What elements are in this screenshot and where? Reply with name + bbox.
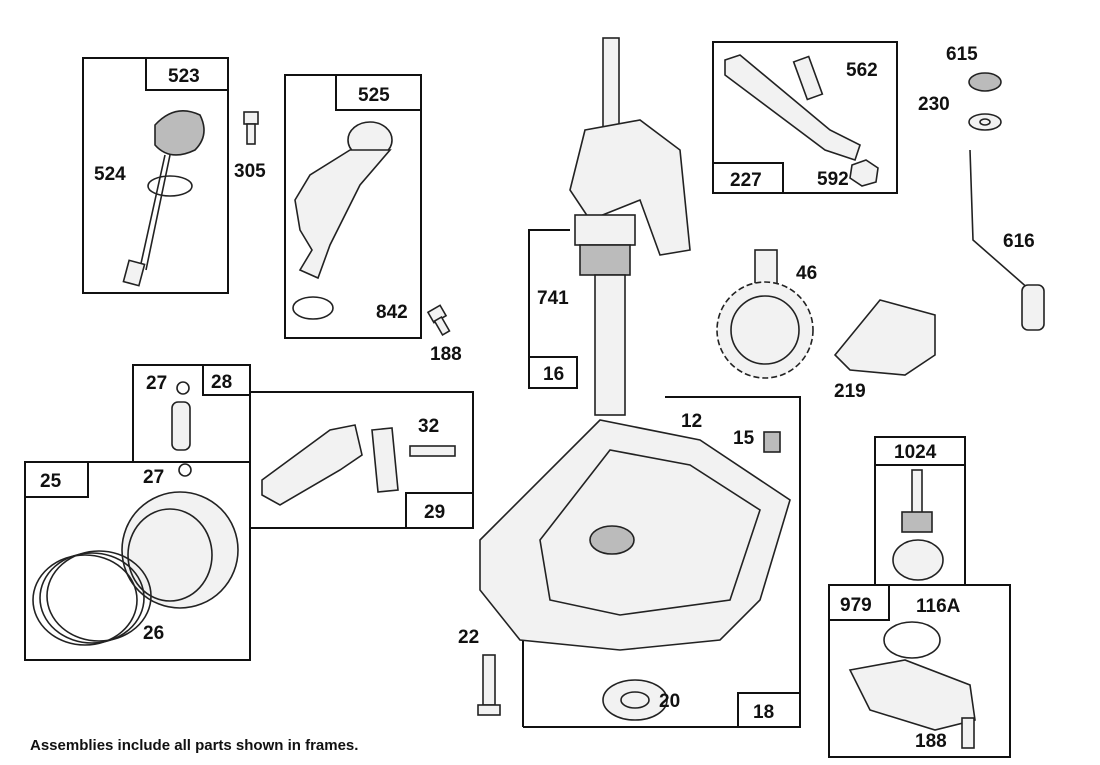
frame-label-523: 523 <box>168 66 200 87</box>
frame-523: 523 524 <box>82 57 229 294</box>
part-label-26: 26 <box>143 623 164 644</box>
bolt-305 <box>243 111 259 145</box>
governor-shaft-parts <box>968 72 1045 331</box>
connecting-rod-part <box>261 424 456 506</box>
frame-label-28: 28 <box>211 372 232 393</box>
frame-28: 28 27 <box>132 364 251 462</box>
bolt-188 <box>426 304 451 337</box>
frame-label-29: 29 <box>424 502 445 523</box>
frame-label-25: 25 <box>40 471 62 492</box>
governor-lever-part <box>724 54 879 187</box>
part-label-12: 12 <box>681 411 702 432</box>
part-label-562: 562 <box>846 60 878 81</box>
oil-pump-part <box>892 469 944 581</box>
caption: Assemblies include all parts shown in fr… <box>30 737 358 754</box>
piston-pin-part <box>171 401 191 451</box>
frame-label-16: 16 <box>543 364 564 385</box>
frame-16: 16 741 <box>528 37 691 416</box>
frame-label-227: 227 <box>730 170 762 191</box>
part-label-15: 15 <box>733 428 755 449</box>
part-label-741: 741 <box>537 288 569 309</box>
part-label-188-bottom: 188 <box>915 731 947 752</box>
frame-525: 525 842 <box>284 74 422 339</box>
part-label-27-bottom: 27 <box>143 467 164 488</box>
frame-label-18: 18 <box>753 702 774 723</box>
part-label-188: 188 <box>430 344 462 365</box>
part-label-615: 615 <box>946 44 978 65</box>
part-label-20: 20 <box>659 691 680 712</box>
dipstick-cap-part <box>122 109 205 287</box>
piston-part <box>121 463 239 609</box>
piston-rings-part <box>32 550 152 646</box>
part-label-219: 219 <box>834 381 866 402</box>
part-label-230: 230 <box>918 94 950 115</box>
bolt-22 <box>477 654 501 716</box>
part-label-46: 46 <box>796 263 817 284</box>
frame-25: 25 27 26 <box>24 461 251 661</box>
frame-29: 29 32 <box>249 391 474 529</box>
part-label-27-top: 27 <box>146 373 167 394</box>
oil-pump-cover-part <box>848 621 976 749</box>
part-label-22: 22 <box>458 627 479 648</box>
part-label-305: 305 <box>234 161 266 182</box>
part-label-524: 524 <box>94 164 126 185</box>
dipstick-tube-part <box>292 121 393 320</box>
crankcase-sump-part <box>479 419 791 721</box>
frame-label-525: 525 <box>358 85 390 106</box>
frame-227: 227 562 592 <box>712 41 898 194</box>
governor-part-219 <box>833 299 936 376</box>
part-label-842: 842 <box>376 302 408 323</box>
part-label-616: 616 <box>1003 231 1035 252</box>
part-label-592: 592 <box>817 169 849 190</box>
frame-label-1024: 1024 <box>894 442 937 463</box>
frame-979: 979 116A 188 <box>828 584 1011 758</box>
frame-18: 18 12 15 20 <box>479 396 801 728</box>
crankshaft-part <box>569 37 691 416</box>
frame-1024: 1024 <box>874 436 966 585</box>
part-label-116A: 116A <box>916 596 961 617</box>
camshaft-part <box>716 249 814 379</box>
frame-label-979: 979 <box>840 595 872 616</box>
part-label-32: 32 <box>418 416 439 437</box>
